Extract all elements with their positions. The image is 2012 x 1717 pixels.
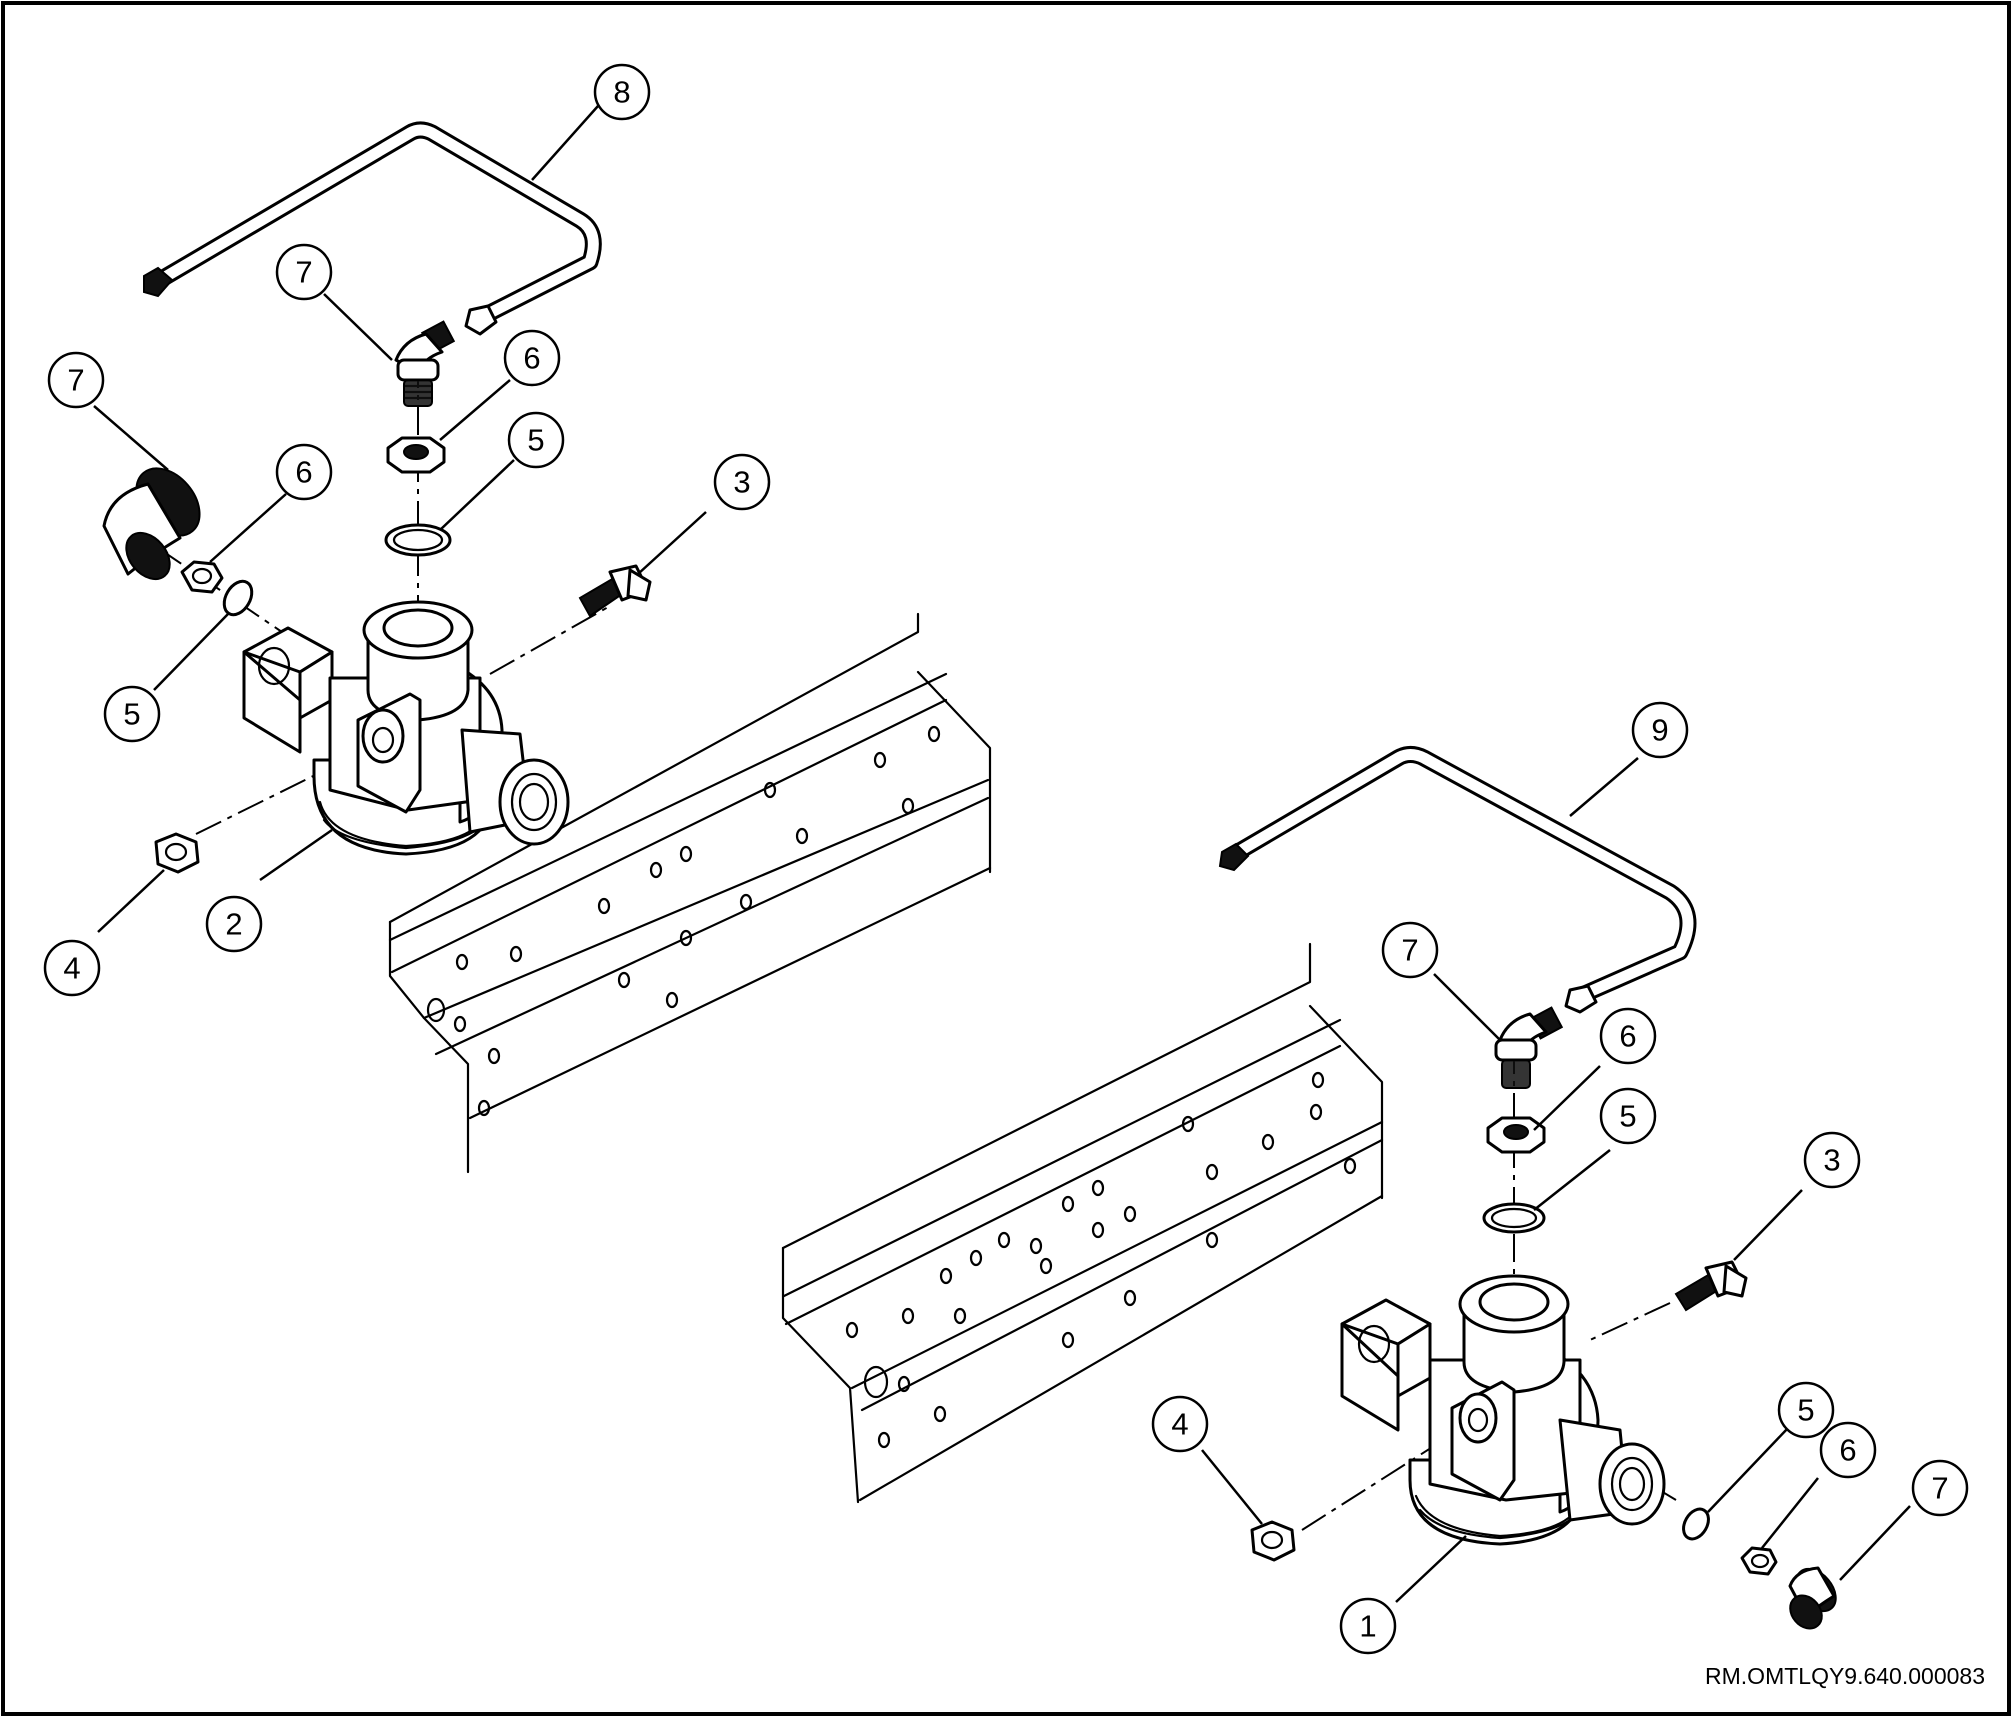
callout-label: 4 <box>1171 1407 1188 1442</box>
rail-lower-holes <box>845 1071 1357 1449</box>
oring-5-side-lower <box>1682 1507 1710 1541</box>
nut-4-lower <box>1250 1520 1296 1562</box>
elbow-fitting-7-side-upper <box>102 467 201 581</box>
callout-balloon-5: 5 <box>507 411 565 469</box>
callout-label: 9 <box>1651 713 1668 748</box>
callout-balloon-6: 6 <box>503 329 561 387</box>
nut-6-side-upper <box>180 560 224 594</box>
callout-label: 6 <box>1839 1433 1856 1468</box>
rail-upper-holes <box>426 725 941 1117</box>
callout-label: 2 <box>225 907 242 942</box>
nut-6-top-lower <box>1486 1116 1546 1154</box>
callout-balloon-2: 2 <box>205 895 263 953</box>
callout-label: 5 <box>1797 1393 1814 1428</box>
callout-leaders <box>93 105 1911 1603</box>
callout-balloon-8: 8 <box>593 63 651 121</box>
callout-balloon-7: 7 <box>1381 921 1439 979</box>
drawing-reference-number: RM.OMTLQY9.640.000083 <box>1705 1663 1985 1689</box>
callout-label: 3 <box>733 465 750 500</box>
callout-label: 7 <box>295 255 312 290</box>
callout-label: 5 <box>123 697 140 732</box>
callout-balloon-7: 7 <box>47 351 105 409</box>
pipe-9 <box>1218 746 1697 1014</box>
callout-balloon-1: 1 <box>1339 1597 1397 1655</box>
callout-balloon-6: 6 <box>1819 1421 1877 1479</box>
callout-label: 7 <box>1931 1471 1948 1506</box>
callout-label: 5 <box>527 423 544 458</box>
frame-rail-lower <box>781 942 1384 1504</box>
callout-balloon-6: 6 <box>1599 1007 1657 1065</box>
frame-rail-upper <box>388 612 992 1174</box>
callout-label: 3 <box>1823 1143 1840 1178</box>
callout-label: 6 <box>523 341 540 376</box>
callout-balloon-7: 7 <box>275 243 333 301</box>
callout-balloon-3: 3 <box>1803 1131 1861 1189</box>
callout-label: 6 <box>1619 1019 1636 1054</box>
callout-balloon-9: 9 <box>1631 701 1689 759</box>
callout-balloon-7: 7 <box>1911 1459 1969 1517</box>
relay-valve-2 <box>242 600 570 856</box>
elbow-fitting-7-side-lower <box>1788 1566 1837 1630</box>
callout-label: 7 <box>1401 933 1418 968</box>
callout-label: 7 <box>67 363 84 398</box>
callout-balloon-3: 3 <box>713 453 771 511</box>
callout-label: 1 <box>1359 1609 1376 1644</box>
callout-label: 8 <box>613 75 630 110</box>
nut-6-top-upper <box>386 436 446 474</box>
nut-6-side-lower <box>1740 1546 1778 1576</box>
nut-4-upper <box>154 832 200 874</box>
callout-balloon-5: 5 <box>1599 1087 1657 1145</box>
oring-5-side-upper <box>222 579 254 617</box>
callout-label: 4 <box>63 951 80 986</box>
callout-balloon-6: 6 <box>275 443 333 501</box>
oring-5-top-upper <box>384 523 452 557</box>
callout-balloon-5: 5 <box>103 685 161 743</box>
callout-label: 6 <box>295 455 312 490</box>
oring-5-top-lower <box>1482 1202 1546 1234</box>
pipe-8 <box>143 121 602 336</box>
callout-balloon-4: 4 <box>1151 1395 1209 1453</box>
elbow-fitting-7-top-lower <box>1494 1006 1564 1089</box>
callout-balloon-4: 4 <box>43 939 101 997</box>
elbow-fitting-7-top-upper <box>394 320 456 407</box>
bolt-3-lower <box>1674 1260 1748 1312</box>
relay-valve-1 <box>1340 1274 1666 1546</box>
callout-balloon-5: 5 <box>1777 1381 1835 1439</box>
callout-label: 5 <box>1619 1099 1636 1134</box>
